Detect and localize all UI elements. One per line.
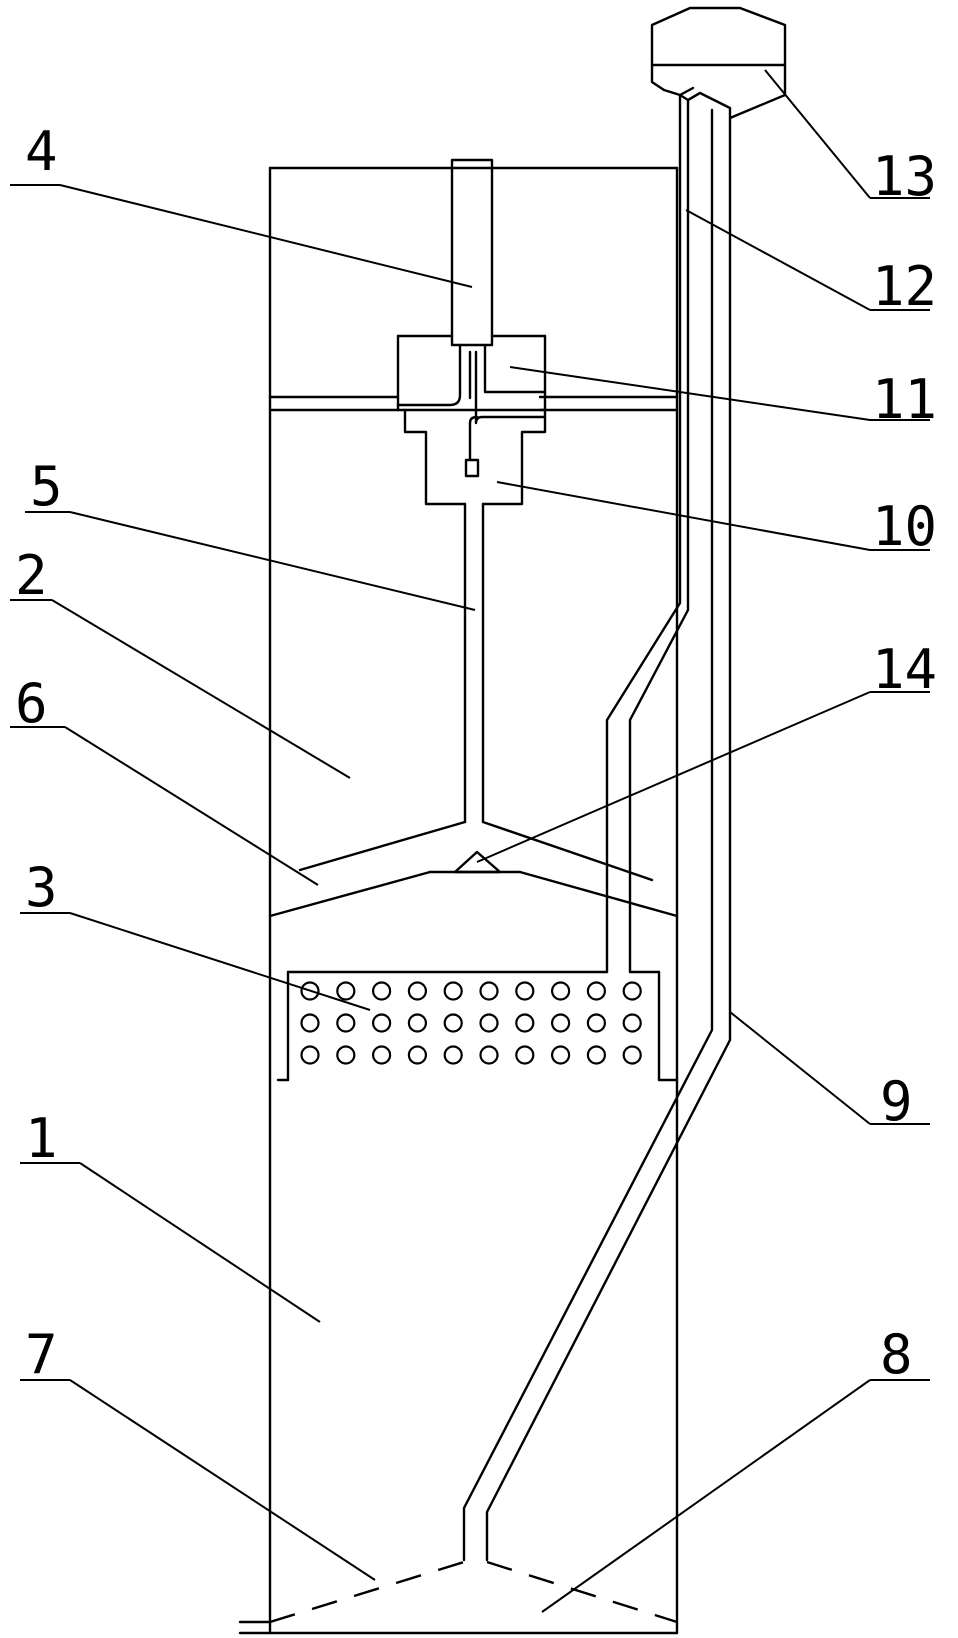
distributor-hole [372, 1013, 392, 1033]
component-10-box [403, 408, 547, 506]
component-3-distributor [276, 970, 679, 1082]
distributor-hole [622, 981, 642, 1001]
component-11-box [396, 334, 547, 412]
distributor-hole [372, 981, 392, 1001]
distributor-hole [586, 1013, 607, 1033]
distributor-hole [407, 981, 427, 1001]
distributor-hole [407, 1045, 427, 1065]
leader-lines [10, 69, 930, 1613]
distributor-hole [336, 1045, 356, 1065]
label-8: 8 [880, 1323, 913, 1386]
distributor-hole [622, 1045, 642, 1065]
label-5: 5 [30, 455, 63, 518]
distributor-hole [550, 1013, 571, 1033]
label-2: 2 [15, 544, 48, 607]
distributor-hole [336, 981, 356, 1001]
distributor-hole [479, 1045, 499, 1065]
feed-pipe [605, 86, 702, 974]
component-14-cone [453, 850, 502, 874]
label-14: 14 [872, 638, 937, 701]
label-7: 7 [25, 1323, 58, 1386]
label-10: 10 [872, 495, 937, 558]
distributor-hole [479, 981, 499, 1001]
component-4-cylinder [450, 158, 494, 354]
component-5-shaft [298, 502, 654, 882]
distributor-hole [550, 981, 571, 1001]
part-labels: 4 13 12 11 10 5 2 14 6 3 9 1 7 8 [15, 120, 937, 1386]
distributor-hole [622, 1013, 642, 1033]
distributor-hole [515, 1045, 535, 1065]
component-13-hopper [650, 6, 787, 120]
distributor-holes [300, 981, 642, 1065]
label-4: 4 [25, 120, 58, 183]
distributor-hole [372, 1045, 392, 1065]
label-13: 13 [872, 145, 937, 208]
distributor-hole [479, 1013, 499, 1033]
bottom-dashed-cone [269, 1560, 678, 1624]
label-3: 3 [25, 856, 58, 919]
distributor-hole [300, 1045, 320, 1065]
distributor-hole [586, 1045, 607, 1065]
component-9-pipe [462, 108, 732, 1562]
upper-double-line [268, 395, 679, 412]
label-11: 11 [872, 368, 937, 431]
vessel [238, 166, 679, 1635]
label-12: 12 [872, 255, 937, 318]
distributor-hole [515, 981, 535, 1001]
distributor-hole [407, 1013, 427, 1033]
distributor-hole [300, 1013, 320, 1033]
distributor-hole [550, 1045, 571, 1065]
distributor-hole [443, 1013, 463, 1033]
component-6-plate [268, 870, 679, 918]
distributor-hole [515, 1013, 535, 1033]
distributor-hole [443, 981, 463, 1001]
label-6: 6 [15, 672, 48, 735]
label-1: 1 [25, 1107, 58, 1170]
distributor-hole [336, 1013, 356, 1033]
distributor-hole [443, 1045, 463, 1065]
distributor-hole [586, 981, 607, 1001]
label-9: 9 [880, 1070, 913, 1133]
